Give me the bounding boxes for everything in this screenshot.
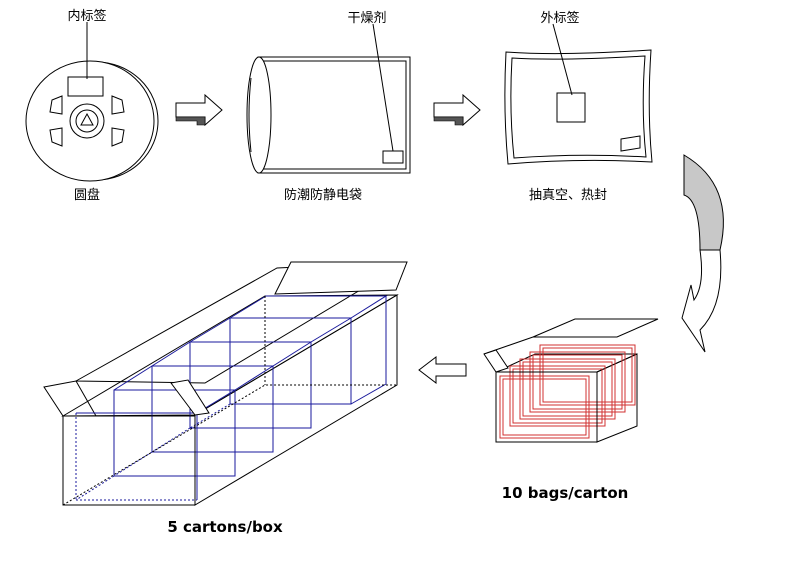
- outer-label-pointer: [552, 23, 573, 96]
- reel-caption: 圆盘: [74, 187, 100, 203]
- bag-caption: 防潮防静电袋: [284, 187, 362, 203]
- carton-caption: 10 bags/carton: [502, 484, 629, 502]
- seal-caption: 抽真空、热封: [529, 188, 607, 203]
- carton-icon: [483, 318, 659, 443]
- outer-label-text: 外标签: [540, 10, 579, 26]
- shipping-box-icon: [43, 261, 408, 506]
- desiccant-rect: [382, 150, 404, 164]
- box-caption: 5 cartons/box: [167, 518, 283, 536]
- flow-arrow-icon: [433, 93, 481, 127]
- sealed-bag-icon: [504, 49, 653, 165]
- reel-icon: [25, 60, 159, 182]
- outer-label-rect: [556, 92, 586, 123]
- inner-label-text: 内标签: [67, 8, 106, 24]
- flow-arrow-icon: [418, 355, 467, 385]
- flow-arrow-icon: [175, 93, 223, 127]
- desiccant-text: 干燥剂: [347, 11, 386, 26]
- antistatic-bag-icon: [246, 56, 411, 174]
- inner-label-rect: [67, 76, 104, 97]
- desiccant-pointer: [372, 23, 394, 152]
- flow-arrow-icon: [681, 154, 724, 353]
